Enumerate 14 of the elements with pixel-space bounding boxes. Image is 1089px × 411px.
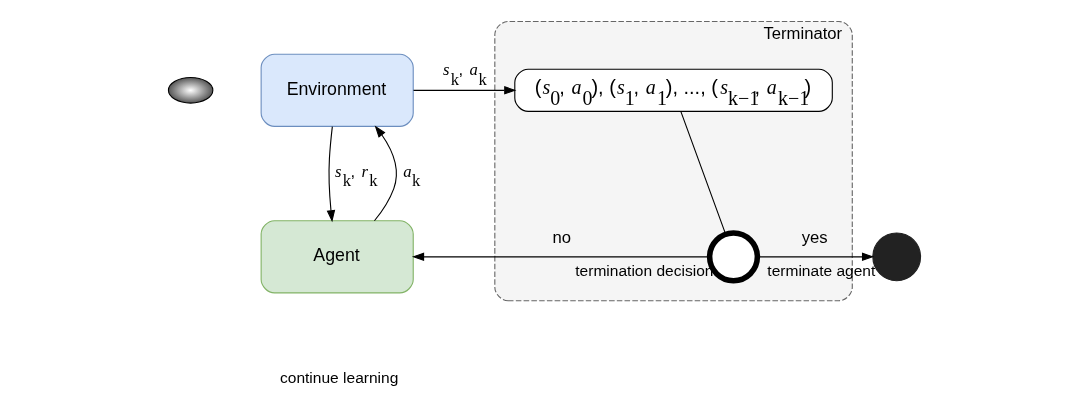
edge-label: no: [552, 227, 572, 247]
node-label: terminate agent: [767, 262, 876, 280]
arrow: [411, 252, 710, 262]
arrow: [373, 125, 397, 222]
node-box: Agent: [260, 220, 414, 294]
node-picture: [167, 77, 214, 104]
arrow: [412, 86, 517, 95]
edge-label: yes: [801, 227, 828, 247]
node-label: termination decision: [575, 262, 714, 280]
connector: [680, 111, 727, 235]
arrow: [757, 252, 875, 262]
node-box: Environment: [260, 53, 414, 127]
label: continue learning: [280, 368, 399, 386]
arrow: [326, 126, 336, 223]
